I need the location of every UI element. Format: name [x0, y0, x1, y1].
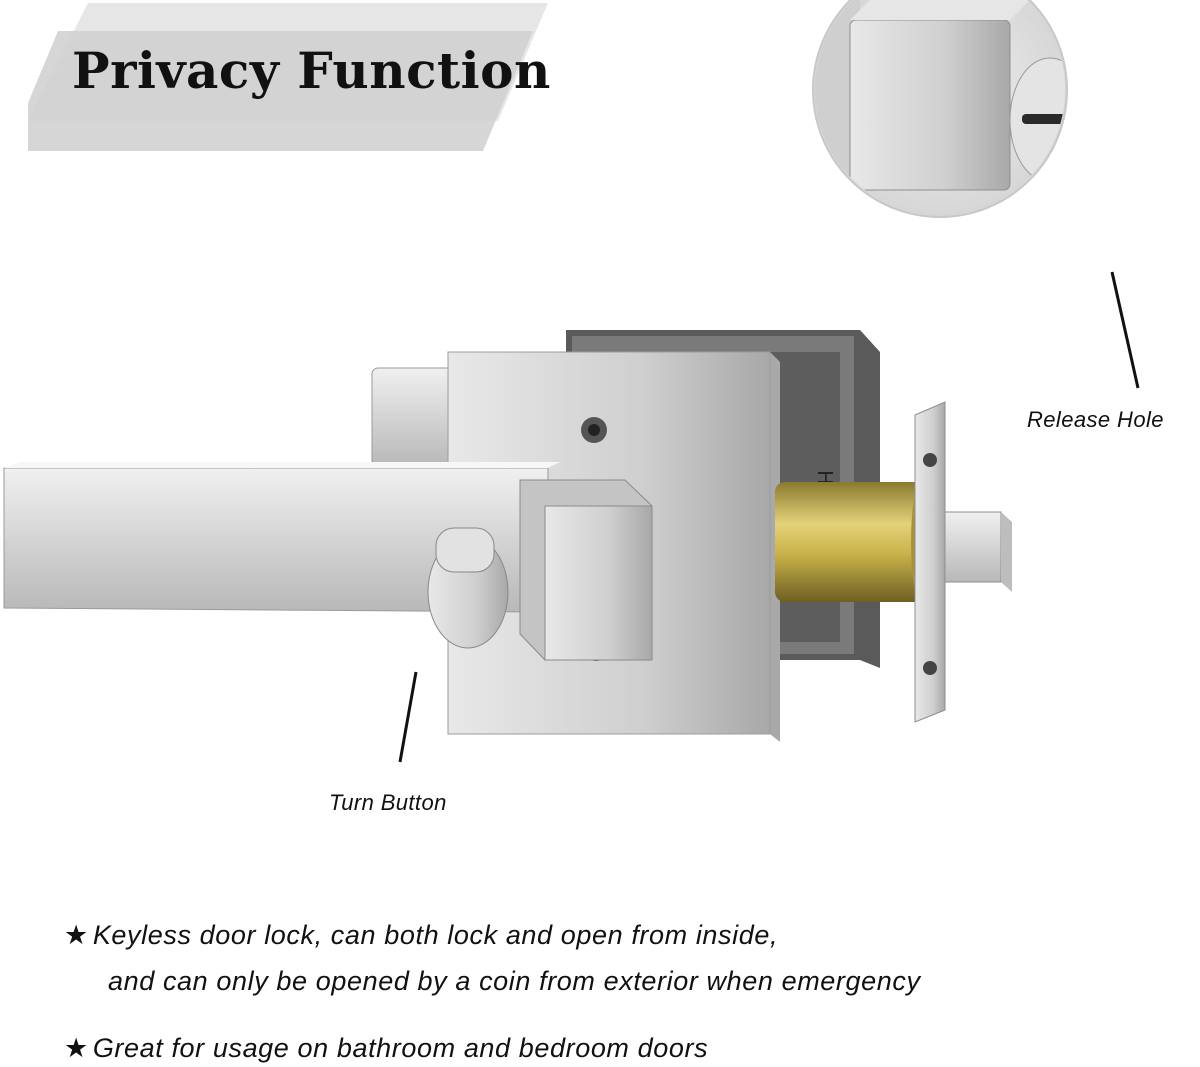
turn-button-label: Turn Button	[329, 790, 447, 815]
turn-button-pointer	[398, 671, 418, 763]
release-hole-pointer	[1110, 271, 1140, 389]
star-icon: ★	[64, 920, 89, 950]
banner-background	[28, 3, 548, 151]
feature-item: ★Keyless door lock, can both lock and op…	[64, 920, 778, 951]
feature-text: Great for usage on bathroom and bedroom …	[92, 1033, 709, 1063]
title-banner: Privacy Function	[28, 3, 551, 151]
release-hole-label: Release Hole	[1027, 407, 1164, 432]
door-lever-illustration: HTL	[3, 0, 1140, 763]
latch-faceplate	[914, 401, 1012, 723]
front-lever	[3, 462, 653, 661]
latch-spindle	[775, 482, 931, 602]
feature-text-continued: and can only be opened by a coin from ex…	[108, 966, 921, 996]
feature-text: Keyless door lock, can both lock and ope…	[92, 920, 779, 950]
feature-item: ★Great for usage on bathroom and bedroom…	[64, 1033, 708, 1064]
release-hole-zoom	[812, 0, 1068, 218]
banner-title: Privacy Function	[72, 41, 551, 100]
star-icon: ★	[64, 1033, 89, 1063]
turn-button	[427, 527, 509, 649]
